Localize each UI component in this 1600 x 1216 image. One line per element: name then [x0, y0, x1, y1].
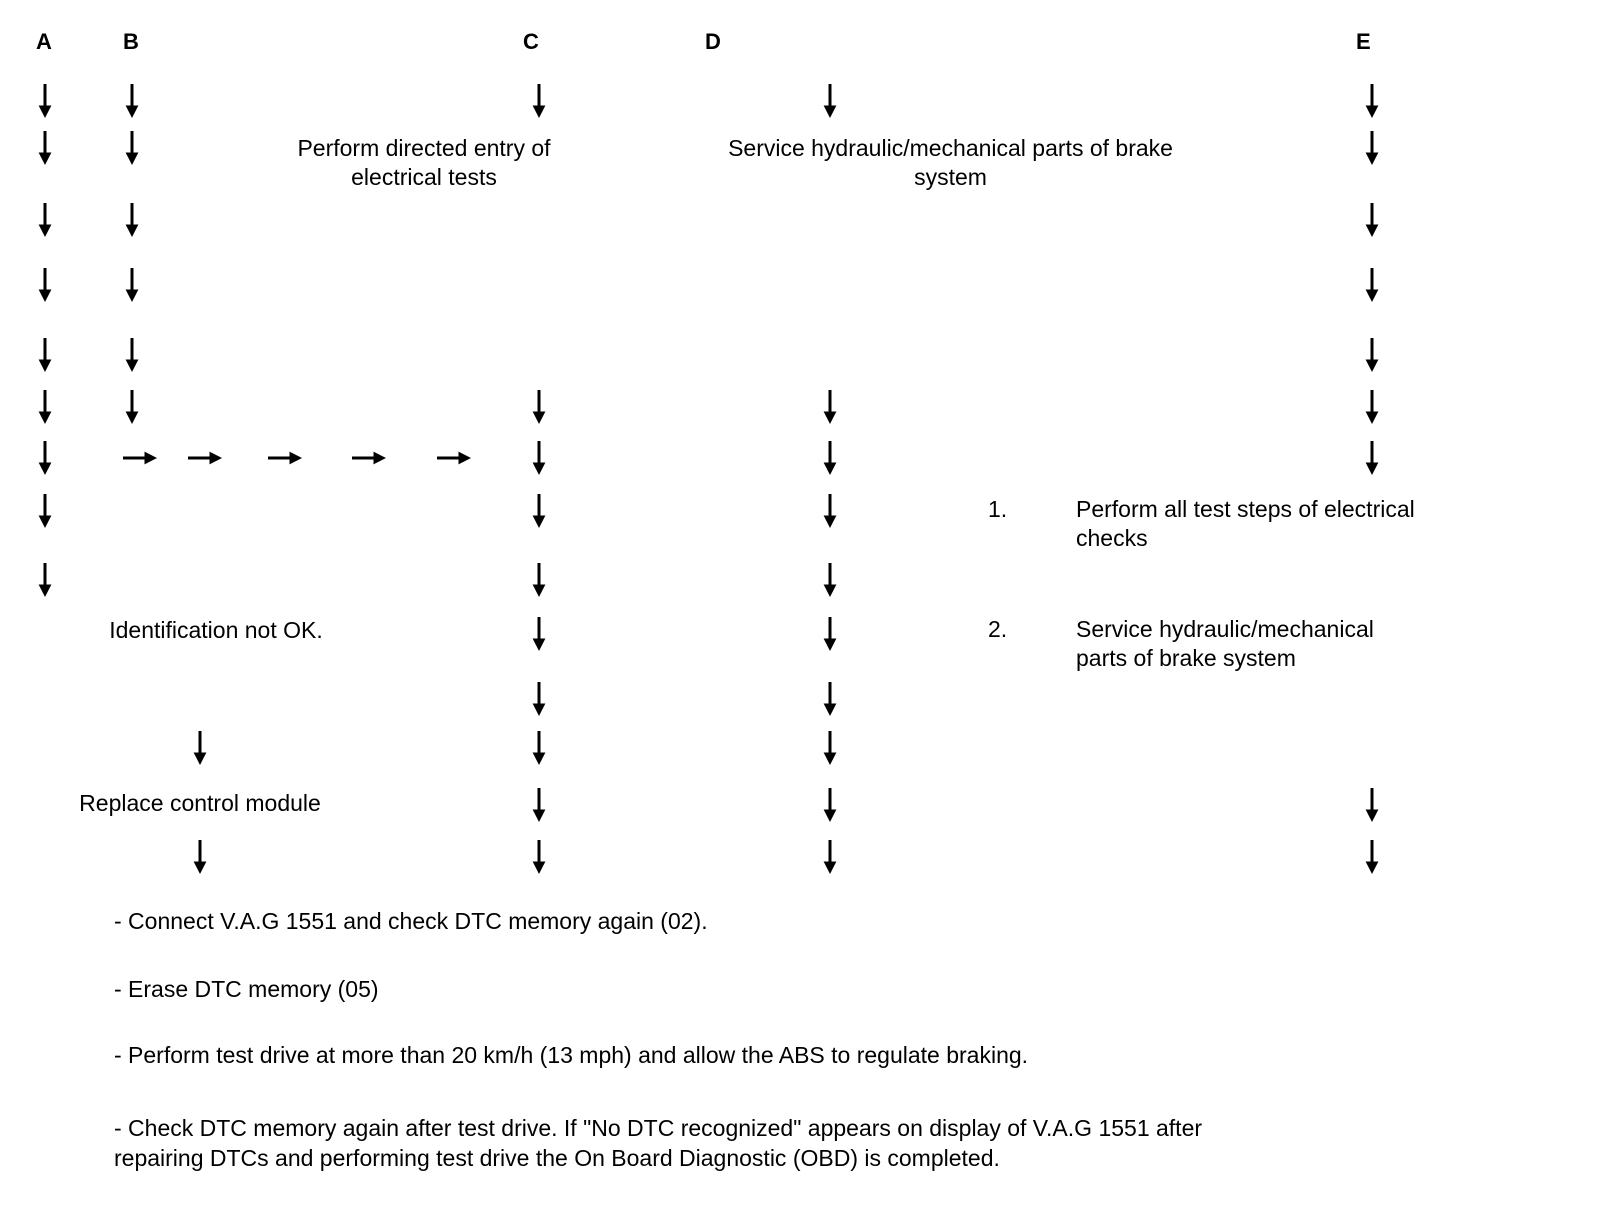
arrow-down-icon-b-2: [125, 203, 139, 237]
note-check-dtc-after: - Check DTC memory again after test driv…: [114, 1114, 1554, 1174]
arrow-down-icon-d-0: [823, 84, 837, 118]
arrow-down-icon-b-3: [125, 268, 139, 302]
arrow-down-icon-a-5: [38, 390, 52, 424]
arrow-down-icon-d-6: [823, 682, 837, 716]
arrow-down-icon-e-7: [1365, 788, 1379, 822]
arrow-down-icon-a-0: [38, 84, 52, 118]
arrow-down-icon-d-8: [823, 788, 837, 822]
arrow-down-icon-c-9: [532, 840, 546, 874]
replace-control-module-block: Replace control module: [50, 789, 350, 818]
note-erase-dtc-line-1: - Erase DTC memory (05): [114, 976, 379, 1002]
arrow-down-icon-e-2: [1365, 203, 1379, 237]
numbered-step-2-number: 2.: [988, 616, 1008, 642]
arrow-right-icon-3: [352, 451, 386, 465]
arrow-down-icon-c-3: [532, 494, 546, 528]
arrow-down-icon-a-7: [38, 494, 52, 528]
numbered-step-2-line-2: parts of brake system: [1076, 645, 1296, 672]
arrow-down-icon-c-0: [532, 84, 546, 118]
note-check-dtc-after-line-2: repairing DTCs and performing test drive…: [114, 1144, 1000, 1171]
arrow-down-icon-b-lower-1: [193, 840, 207, 874]
arrow-down-icon-c-8: [532, 788, 546, 822]
arrow-right-icon-0: [123, 451, 157, 465]
arrow-down-icon-d-3: [823, 494, 837, 528]
arrow-right-icon-4: [437, 451, 471, 465]
numbered-step-2-line-1: Service hydraulic/mechanical: [1076, 616, 1374, 642]
note-connect-vag-line-1: - Connect V.A.G 1551 and check DTC memor…: [114, 908, 708, 934]
arrow-down-icon-e-0: [1365, 84, 1379, 118]
numbered-step-1-number: 1.: [988, 496, 1008, 522]
arrow-down-icon-d-1: [823, 390, 837, 424]
arrow-down-icon-d-2: [823, 441, 837, 475]
arrow-down-icon-b-lower-0: [193, 731, 207, 765]
perform-directed-entry-line-1: Perform directed entry of: [297, 135, 551, 161]
column-header-E: E: [1356, 29, 1371, 54]
arrow-down-icon-a-2: [38, 203, 52, 237]
arrow-down-icon-c-6: [532, 682, 546, 716]
arrow-down-icon-e-4: [1365, 338, 1379, 372]
arrow-down-icon-b-0: [125, 84, 139, 118]
arrow-down-icon-d-7: [823, 731, 837, 765]
note-connect-vag: - Connect V.A.G 1551 and check DTC memor…: [114, 907, 1514, 937]
arrow-down-icon-c-5: [532, 617, 546, 651]
identification-not-ok-block: Identification not OK.: [66, 616, 366, 645]
arrow-right-icon-2: [268, 451, 302, 465]
arrow-down-icon-d-4: [823, 563, 837, 597]
arrow-down-icon-b-5: [125, 390, 139, 424]
column-header-C: C: [523, 29, 539, 54]
service-hydraulic-block: Service hydraulic/mechanical parts of br…: [668, 134, 1233, 193]
arrow-down-icon-d-9: [823, 840, 837, 874]
arrow-down-icon-e-3: [1365, 268, 1379, 302]
arrow-down-icon-a-8: [38, 563, 52, 597]
arrow-down-icon-e-8: [1365, 840, 1379, 874]
arrow-down-icon-c-7: [532, 731, 546, 765]
note-erase-dtc: - Erase DTC memory (05): [114, 975, 1514, 1005]
arrow-down-icon-c-1: [532, 390, 546, 424]
note-test-drive-line-1: - Perform test drive at more than 20 km/…: [114, 1042, 1029, 1068]
note-test-drive: - Perform test drive at more than 20 km/…: [114, 1041, 1564, 1071]
arrow-down-icon-a-4: [38, 338, 52, 372]
arrow-down-icon-a-3: [38, 268, 52, 302]
column-header-B: B: [123, 29, 139, 54]
arrow-down-icon-c-4: [532, 563, 546, 597]
column-header-D: D: [705, 29, 721, 54]
arrow-right-icon-1: [188, 451, 222, 465]
arrow-down-icon-a-6: [38, 441, 52, 475]
arrow-down-icon-e-6: [1365, 441, 1379, 475]
note-check-dtc-after-line-1: - Check DTC memory again after test driv…: [114, 1115, 1203, 1141]
numbered-step-1-line-2: checks: [1076, 525, 1148, 552]
replace-control-module-line-1: Replace control module: [79, 790, 321, 816]
arrow-down-icon-b-4: [125, 338, 139, 372]
arrow-down-icon-e-5: [1365, 390, 1379, 424]
numbered-step-2: 2. Service hydraulic/mechanical parts of…: [988, 615, 1518, 674]
service-hydraulic-line-1: Service hydraulic/mechanical parts of br…: [728, 135, 1173, 161]
column-header-A: A: [36, 29, 52, 54]
identification-not-ok-line-1: Identification not OK.: [109, 617, 323, 643]
numbered-step-1-line-1: Perform all test steps of electrical: [1076, 496, 1415, 522]
arrow-down-icon-b-1: [125, 131, 139, 165]
arrow-down-icon-c-2: [532, 441, 546, 475]
numbered-step-1: 1. Perform all test steps of electrical …: [988, 495, 1518, 554]
arrow-down-icon-d-5: [823, 617, 837, 651]
perform-directed-entry-block: Perform directed entry of electrical tes…: [263, 134, 585, 193]
arrow-down-icon-e-1: [1365, 131, 1379, 165]
perform-directed-entry-line-2: electrical tests: [351, 164, 497, 191]
service-hydraulic-line-2: system: [914, 164, 987, 191]
arrow-down-icon-a-1: [38, 131, 52, 165]
